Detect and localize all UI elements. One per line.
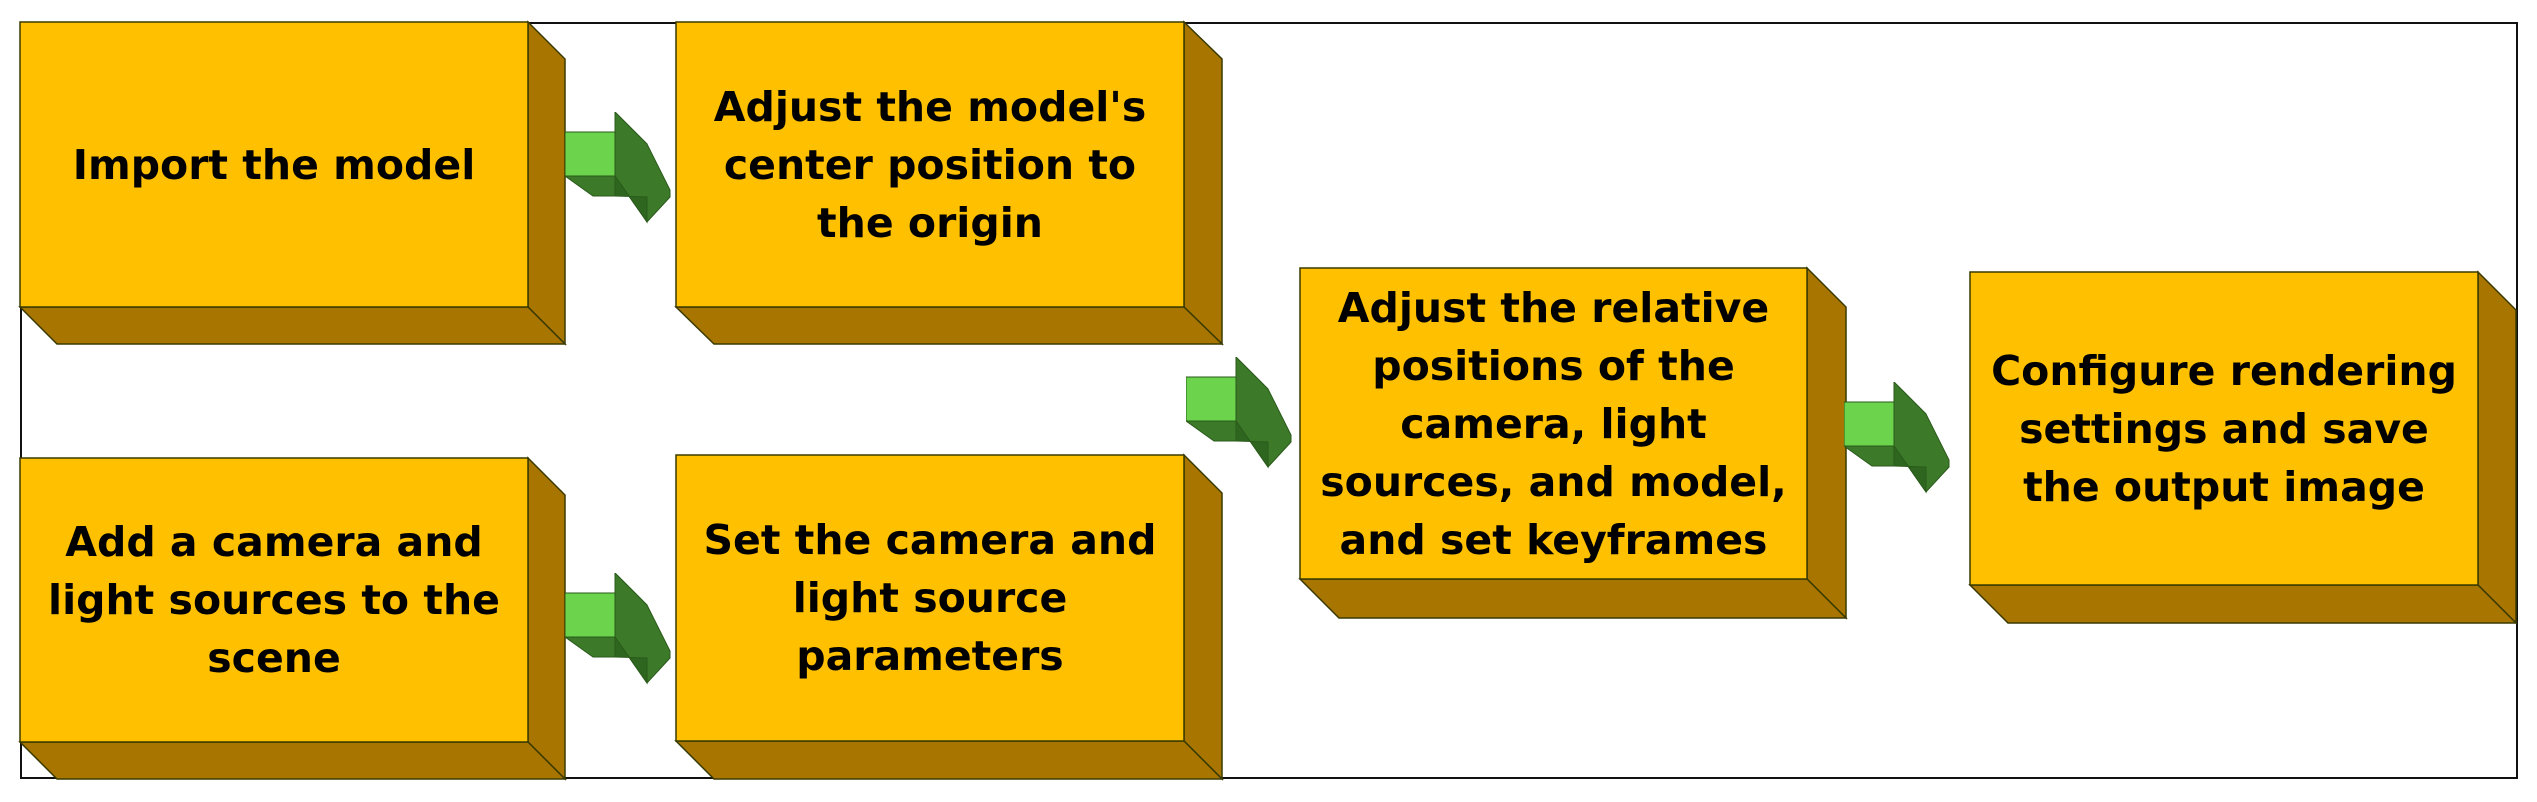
step-box-import-model: Import the model bbox=[18, 20, 567, 346]
box-3d-shape bbox=[18, 20, 567, 346]
step-label: Adjust the model's center position to th… bbox=[713, 82, 1147, 247]
box-3d-shape bbox=[674, 20, 1224, 346]
box-3d-shape bbox=[674, 453, 1224, 781]
step-box-add-camera-lights: Add a camera and light sources to the sc… bbox=[18, 456, 567, 781]
step-box-set-parameters: Set the camera and light source paramete… bbox=[674, 453, 1224, 781]
arrow-right-icon bbox=[1844, 382, 1950, 494]
step-box-adjust-positions: Adjust the relative positions of the cam… bbox=[1298, 266, 1848, 620]
diagram-frame bbox=[20, 22, 2518, 779]
step-label: Configure rendering settings and save th… bbox=[1991, 346, 2457, 511]
step-box-center-model: Adjust the model's center position to th… bbox=[674, 20, 1224, 346]
arrow-right-icon bbox=[1186, 357, 1292, 469]
arrow-right-icon bbox=[565, 573, 671, 685]
step-label: Adjust the relative positions of the cam… bbox=[1320, 283, 1787, 564]
box-3d-shape bbox=[1968, 270, 2518, 625]
step-label: Import the model bbox=[72, 140, 476, 189]
step-box-render-save: Configure rendering settings and save th… bbox=[1968, 270, 2518, 625]
arrow-right-icon bbox=[565, 112, 671, 224]
step-label: Add a camera and light sources to the sc… bbox=[48, 518, 500, 682]
box-3d-shape bbox=[1298, 266, 1848, 620]
box-3d-shape bbox=[18, 456, 567, 781]
step-label: Set the camera and light source paramete… bbox=[703, 516, 1157, 680]
